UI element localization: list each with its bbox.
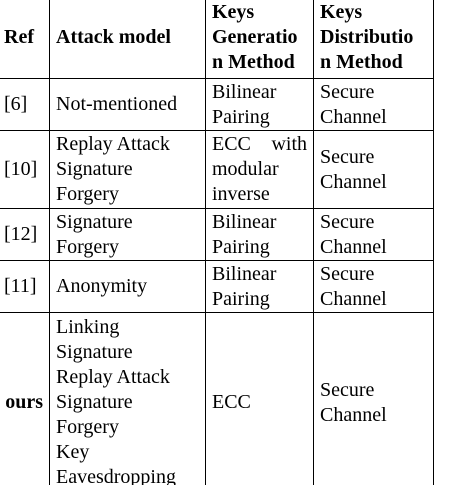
attack-model-line: Eavesdropping xyxy=(56,466,176,485)
keys-distribution-line: Channel xyxy=(320,170,387,193)
cell-keys-distribution: Secure Channel xyxy=(313,78,434,131)
cell-attack-model: Replay Attack Signature Forgery xyxy=(49,130,206,209)
ref-value: [10] xyxy=(4,158,38,180)
table-header: Ref Attack model Keys Generatio n Method… xyxy=(0,0,434,79)
header-ref: Ref xyxy=(0,0,50,79)
keys-generation-line: Bilinear xyxy=(212,80,277,103)
cell-keys-distribution: Secure Channel xyxy=(313,130,434,209)
table-row: [11] Anonymity Bilinear Pairing Secure C… xyxy=(0,260,434,313)
keys-generation-line: Pairing xyxy=(212,105,270,128)
header-keys-distribution-line: n Method xyxy=(320,51,403,73)
header-keys-distribution-line: Distributio xyxy=(320,26,414,48)
header-keys-generation-line: n Method xyxy=(212,51,295,73)
keys-generation-line: Bilinear xyxy=(212,262,277,285)
cell-keys-distribution: Secure Channel xyxy=(313,208,434,261)
keys-distribution-line: Channel xyxy=(320,287,387,310)
header-ref-label: Ref xyxy=(4,26,34,48)
cell-keys-distribution: Secure Channel xyxy=(313,312,434,485)
cell-keys-generation: Bilinear Pairing xyxy=(205,260,314,313)
cell-keys-generation: ECC with modular inverse xyxy=(205,130,314,209)
cell-ref: ours xyxy=(0,312,50,485)
attack-model-line: Signature xyxy=(56,341,133,363)
attack-model-line: Replay Attack xyxy=(56,366,170,388)
ref-value: [11] xyxy=(4,275,37,297)
keys-distribution-line: Secure xyxy=(320,210,375,233)
cell-keys-generation: ECC xyxy=(205,312,314,485)
ref-value: ours xyxy=(5,391,43,413)
keys-distribution-line: Secure xyxy=(320,145,375,168)
cell-keys-generation: Bilinear Pairing xyxy=(205,208,314,261)
table-row: ours Linking Signature Replay Attack Sig… xyxy=(0,312,434,485)
attack-model-line: Forgery xyxy=(56,235,119,258)
keys-generation-line: Pairing xyxy=(212,287,270,310)
keys-distribution-line: Secure xyxy=(320,80,375,103)
keys-distribution-line: Secure xyxy=(320,378,375,401)
header-attack-model-label: Attack model xyxy=(56,26,171,48)
comparison-table: Ref Attack model Keys Generatio n Method… xyxy=(0,0,434,485)
cell-ref: [12] xyxy=(0,208,50,261)
keys-distribution-line: Channel xyxy=(320,105,387,128)
cell-attack-model: Signature Forgery xyxy=(49,208,206,261)
keys-generation-line: Pairing xyxy=(212,235,270,258)
header-keys-generation-line: Keys xyxy=(212,1,255,23)
keys-generation-line: Bilinear xyxy=(212,210,277,233)
cell-keys-distribution: Secure Channel xyxy=(313,260,434,313)
attack-model-line: Not-mentioned xyxy=(56,93,178,115)
header-keys-distribution-line: Keys xyxy=(320,1,363,23)
cell-attack-model: Linking Signature Replay Attack Signatur… xyxy=(49,312,206,485)
keys-generation-word: with xyxy=(271,133,307,155)
keys-distribution-line: Secure xyxy=(320,262,375,285)
cell-attack-model: Not-mentioned xyxy=(49,78,206,131)
header-keys-distribution: Keys Distributio n Method xyxy=(313,0,434,79)
attack-model-line: Signature xyxy=(56,210,133,233)
attack-model-line: Linking xyxy=(56,316,120,338)
table-body: [6] Not-mentioned Bilinear Pairing Secur… xyxy=(0,78,434,485)
attack-model-line: Key xyxy=(56,441,90,463)
header-row: Ref Attack model Keys Generatio n Method… xyxy=(0,0,434,79)
attack-model-line: Signature xyxy=(56,158,133,180)
ref-value: [12] xyxy=(4,223,38,245)
header-attack-model: Attack model xyxy=(49,0,206,79)
header-keys-generation: Keys Generatio n Method xyxy=(205,0,314,79)
cell-attack-model: Anonymity xyxy=(49,260,206,313)
keys-distribution-line: Channel xyxy=(320,235,387,258)
keys-generation-line: ECC xyxy=(212,391,251,413)
keys-generation-word: ECC xyxy=(212,133,251,155)
keys-generation-line: inverse xyxy=(212,183,270,205)
keys-generation-line: modular xyxy=(212,158,279,180)
ref-value: [6] xyxy=(4,93,28,115)
cell-ref: [10] xyxy=(0,130,50,209)
header-keys-generation-line: Generatio xyxy=(212,26,298,48)
attack-model-line: Replay Attack xyxy=(56,133,170,155)
table-row: [6] Not-mentioned Bilinear Pairing Secur… xyxy=(0,78,434,131)
attack-model-line: Signature xyxy=(56,391,133,413)
cell-ref: [11] xyxy=(0,260,50,313)
attack-model-line: Forgery xyxy=(56,416,119,438)
keys-generation-line: ECC with xyxy=(212,132,307,157)
table-row: [12] Signature Forgery Bilinear Pairing … xyxy=(0,208,434,261)
attack-model-line: Anonymity xyxy=(56,275,148,297)
keys-distribution-line: Channel xyxy=(320,403,387,426)
cell-keys-generation: Bilinear Pairing xyxy=(205,78,314,131)
attack-model-line: Forgery xyxy=(56,183,119,205)
cell-ref: [6] xyxy=(0,78,50,131)
table-row: [10] Replay Attack Signature Forgery ECC… xyxy=(0,130,434,209)
